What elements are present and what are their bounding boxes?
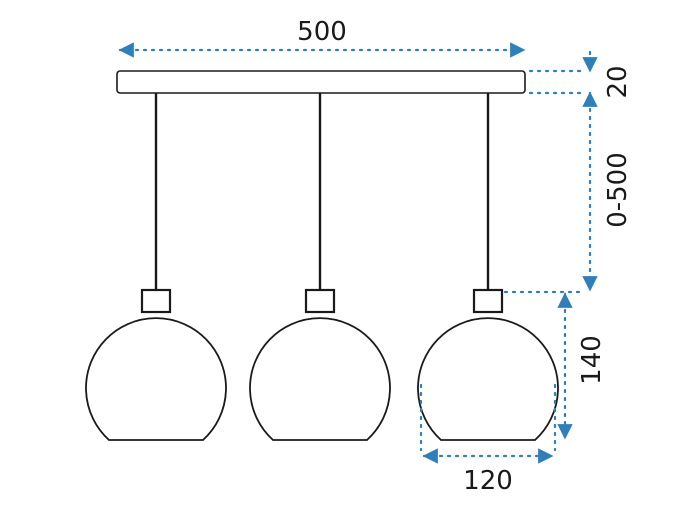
pendant-shade-center — [249, 288, 391, 441]
dimension-width: 500 — [118, 17, 526, 58]
pendant-cables — [154, 93, 490, 290]
dimension-cable-length-label: 0-500 — [603, 152, 633, 228]
dimension-shade-height-label: 140 — [577, 335, 607, 385]
pendant-shade-left — [85, 288, 227, 441]
dimension-canopy-height: 20 — [528, 50, 633, 99]
pendant-shade-right — [417, 288, 559, 441]
dimension-shade-height: 140 — [557, 292, 607, 440]
dimension-cable-length: 0-500 — [503, 91, 633, 294]
dimension-shade-width: 120 — [419, 383, 557, 496]
dimension-shade-width-label: 120 — [463, 466, 513, 496]
dimension-canopy-height-label: 20 — [603, 65, 633, 98]
ceiling-canopy — [116, 70, 526, 94]
dimension-width-label: 500 — [297, 17, 347, 47]
